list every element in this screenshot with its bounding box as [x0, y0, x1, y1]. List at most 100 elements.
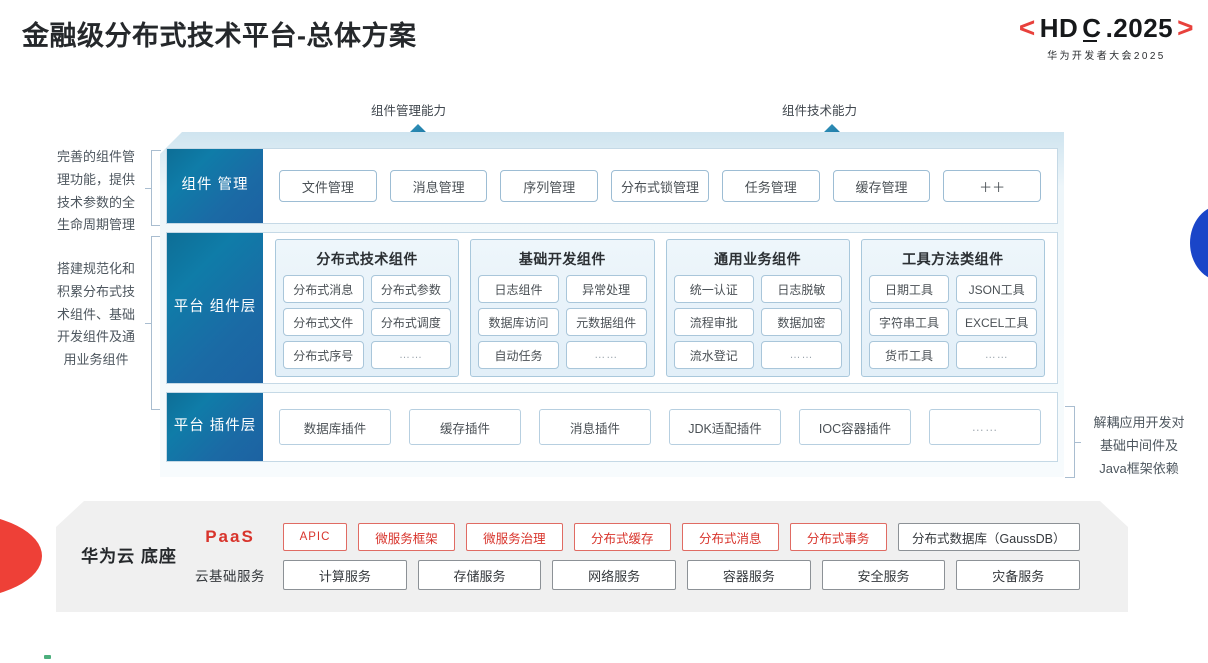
group-cell[interactable]: 分布式消息 — [283, 275, 364, 303]
group-cell[interactable]: 分布式调度 — [370, 308, 452, 336]
paas-item[interactable]: 分布式缓存 — [573, 523, 671, 551]
base-title: 华为云 底座 — [81, 546, 177, 566]
plugin-chip[interactable]: JDK适配插件 — [669, 409, 781, 445]
architecture-stack: 组件 管理 文件管理 消息管理 序列管理 分布式锁管理 任务管理 缓存管理 ＋＋… — [160, 132, 1064, 477]
red-wedge-decoration — [0, 513, 42, 599]
plugin-chip[interactable]: 缓存插件 — [409, 409, 521, 445]
group-cell[interactable]: 分布式参数 — [370, 275, 452, 303]
note-right: 解耦应用开发对 基础中间件及 Java框架依赖 — [1093, 415, 1185, 476]
paas-item[interactable]: 微服务治理 — [465, 523, 563, 551]
group-cell[interactable]: 元数据组件 — [565, 308, 647, 336]
chip-item[interactable]: 任务管理 — [721, 170, 820, 202]
cloud-service-item[interactable]: 安全服务 — [821, 560, 946, 590]
group-cell-more[interactable]: …… — [761, 341, 842, 369]
hdc-text-b: .2025 — [1105, 13, 1174, 43]
bracket-left-icon: < — [1018, 12, 1036, 43]
arrow-label-component-management: 组件管理能力 — [371, 104, 447, 118]
group-cell[interactable]: 自动任务 — [478, 341, 559, 369]
group-cell-more[interactable]: …… — [956, 341, 1037, 369]
group-cell[interactable]: 异常处理 — [565, 275, 647, 303]
plugin-chip[interactable]: IOC容器插件 — [799, 409, 911, 445]
cloud-service-item[interactable]: 网络服务 — [552, 560, 677, 590]
green-mark-decoration — [44, 655, 51, 659]
group-cell[interactable]: 日志脱敏 — [761, 275, 842, 303]
bracket-left-mid — [145, 236, 161, 410]
page-title: 金融级分布式技术平台-总体方案 — [22, 21, 417, 51]
chip-item[interactable]: 序列管理 — [500, 170, 599, 202]
cloud-service-item[interactable]: 灾备服务 — [956, 560, 1081, 590]
base-row-list: PaaS APIC 微服务框架 微服务治理 分布式缓存 分布式消息 分布式事务 … — [188, 523, 1128, 590]
base-row-paas: PaaS APIC 微服务框架 微服务治理 分布式缓存 分布式消息 分布式事务 … — [188, 523, 1080, 551]
cloud-services-label: 云基础服务 — [195, 569, 265, 584]
group-title: 基础开发组件 — [518, 251, 606, 267]
group-cell[interactable]: 货币工具 — [868, 341, 950, 369]
chip-list-platform-plugin: 数据库插件 缓存插件 消息插件 JDK适配插件 IOC容器插件 …… — [263, 409, 1057, 445]
group-cell[interactable]: 分布式序号 — [283, 341, 364, 369]
chip-item[interactable]: 文件管理 — [279, 170, 377, 202]
chip-item[interactable]: 分布式锁管理 — [611, 170, 709, 202]
group-title: 通用业务组件 — [714, 251, 802, 267]
group-cell[interactable]: EXCEL工具 — [956, 308, 1037, 336]
cloud-service-item[interactable]: 存储服务 — [417, 560, 542, 590]
huawei-cloud-base-content: 华为云 底座 PaaS APIC 微服务框架 微服务治理 分布式缓存 分布式消息… — [56, 501, 1128, 612]
group-cell[interactable]: 分布式文件 — [283, 308, 364, 336]
cloud-service-item[interactable]: 容器服务 — [687, 560, 811, 590]
group-cell[interactable]: JSON工具 — [956, 275, 1037, 303]
group-cell-more[interactable]: …… — [370, 341, 452, 369]
band-label-platform-component-layer: 平台 组件层 — [167, 233, 263, 383]
plugin-chip[interactable]: 数据库插件 — [279, 409, 391, 445]
group-cell[interactable]: 数据库访问 — [478, 308, 559, 336]
band-body-platform-component-layer: 分布式技术组件 分布式消息 分布式参数 分布式文件 分布式调度 分布式序号 ……… — [263, 233, 1057, 383]
note-left-mid: 搭建规范化和 积累分布式技 术组件、基础 开发组件及通 用业务组件 — [56, 261, 135, 367]
group-cell[interactable]: 字符串工具 — [868, 308, 950, 336]
paas-item[interactable]: 微服务框架 — [358, 523, 455, 551]
paas-item[interactable]: 分布式事务 — [789, 523, 887, 551]
component-group: 通用业务组件 统一认证 日志脱敏 流程审批 数据加密 流水登记 …… — [665, 239, 850, 377]
group-cell-grid: 分布式消息 分布式参数 分布式文件 分布式调度 分布式序号 …… — [283, 275, 452, 369]
plugin-chip-more[interactable]: …… — [929, 409, 1041, 445]
hdc-text-a: HD — [1039, 13, 1079, 43]
plugin-chip[interactable]: 消息插件 — [539, 409, 651, 445]
hdc-logo-subtitle: 华为开发者大会2025 — [1047, 51, 1166, 62]
band-platform-component-layer: 平台 组件层 分布式技术组件 分布式消息 分布式参数 分布式文件 分布式调度 分… — [166, 232, 1058, 384]
component-group-list: 分布式技术组件 分布式消息 分布式参数 分布式文件 分布式调度 分布式序号 ……… — [263, 239, 1057, 377]
band-label-platform-plugin-layer: 平台 插件层 — [167, 393, 263, 461]
band-platform-plugin-layer: 平台 插件层 数据库插件 缓存插件 消息插件 JDK适配插件 IOC容器插件 …… — [166, 392, 1058, 462]
group-cell[interactable]: 流程审批 — [673, 308, 755, 336]
band-body-component-management: 文件管理 消息管理 序列管理 分布式锁管理 任务管理 缓存管理 ＋＋ — [263, 149, 1057, 223]
base-row-cloud-services: 云基础服务 计算服务 存储服务 网络服务 容器服务 安全服务 灾备服务 — [188, 560, 1081, 590]
note-left-top: 完善的组件管 理功能，提供 技术参数的全 生命周期管理 — [56, 149, 135, 233]
group-cell[interactable]: 日期工具 — [868, 275, 950, 303]
group-cell[interactable]: 流水登记 — [673, 341, 755, 369]
bracket-right — [1065, 406, 1081, 478]
arrow-label-component-technology: 组件技术能力 — [782, 104, 858, 118]
group-cell[interactable]: 日志组件 — [478, 275, 559, 303]
huawei-cloud-base-panel — [56, 501, 1128, 612]
chip-item[interactable]: 缓存管理 — [832, 170, 931, 202]
group-cell-grid: 日期工具 JSON工具 字符串工具 EXCEL工具 货币工具 …… — [868, 275, 1037, 369]
group-title: 工具方法类组件 — [902, 251, 1004, 267]
group-cell[interactable]: 统一认证 — [673, 275, 755, 303]
bracket-left-top — [145, 150, 161, 226]
blue-lens-decoration — [1190, 205, 1208, 281]
group-cell[interactable]: 数据加密 — [761, 308, 842, 336]
band-label-component-management: 组件 管理 — [167, 149, 263, 223]
bracket-right-icon: > — [1177, 12, 1194, 43]
paas-item[interactable]: 分布式消息 — [681, 523, 779, 551]
paas-item-apic[interactable]: APIC — [283, 523, 347, 551]
component-group: 分布式技术组件 分布式消息 分布式参数 分布式文件 分布式调度 分布式序号 …… — [275, 239, 460, 377]
chip-item[interactable]: 消息管理 — [389, 170, 488, 202]
cloud-service-item[interactable]: 计算服务 — [283, 560, 407, 590]
group-title: 分布式技术组件 — [316, 251, 418, 267]
paas-item-database[interactable]: 分布式数据库（GaussDB） — [897, 523, 1080, 551]
group-cell-grid: 日志组件 异常处理 数据库访问 元数据组件 自动任务 …… — [478, 275, 647, 369]
group-cell-more[interactable]: …… — [565, 341, 647, 369]
chip-item-more[interactable]: ＋＋ — [943, 170, 1042, 202]
component-group: 基础开发组件 日志组件 异常处理 数据库访问 元数据组件 自动任务 …… — [470, 239, 655, 377]
hdc-text-c: C — [1082, 13, 1102, 43]
band-component-management: 组件 管理 文件管理 消息管理 序列管理 分布式锁管理 任务管理 缓存管理 ＋＋ — [166, 148, 1058, 224]
paas-label: PaaS — [205, 527, 255, 546]
